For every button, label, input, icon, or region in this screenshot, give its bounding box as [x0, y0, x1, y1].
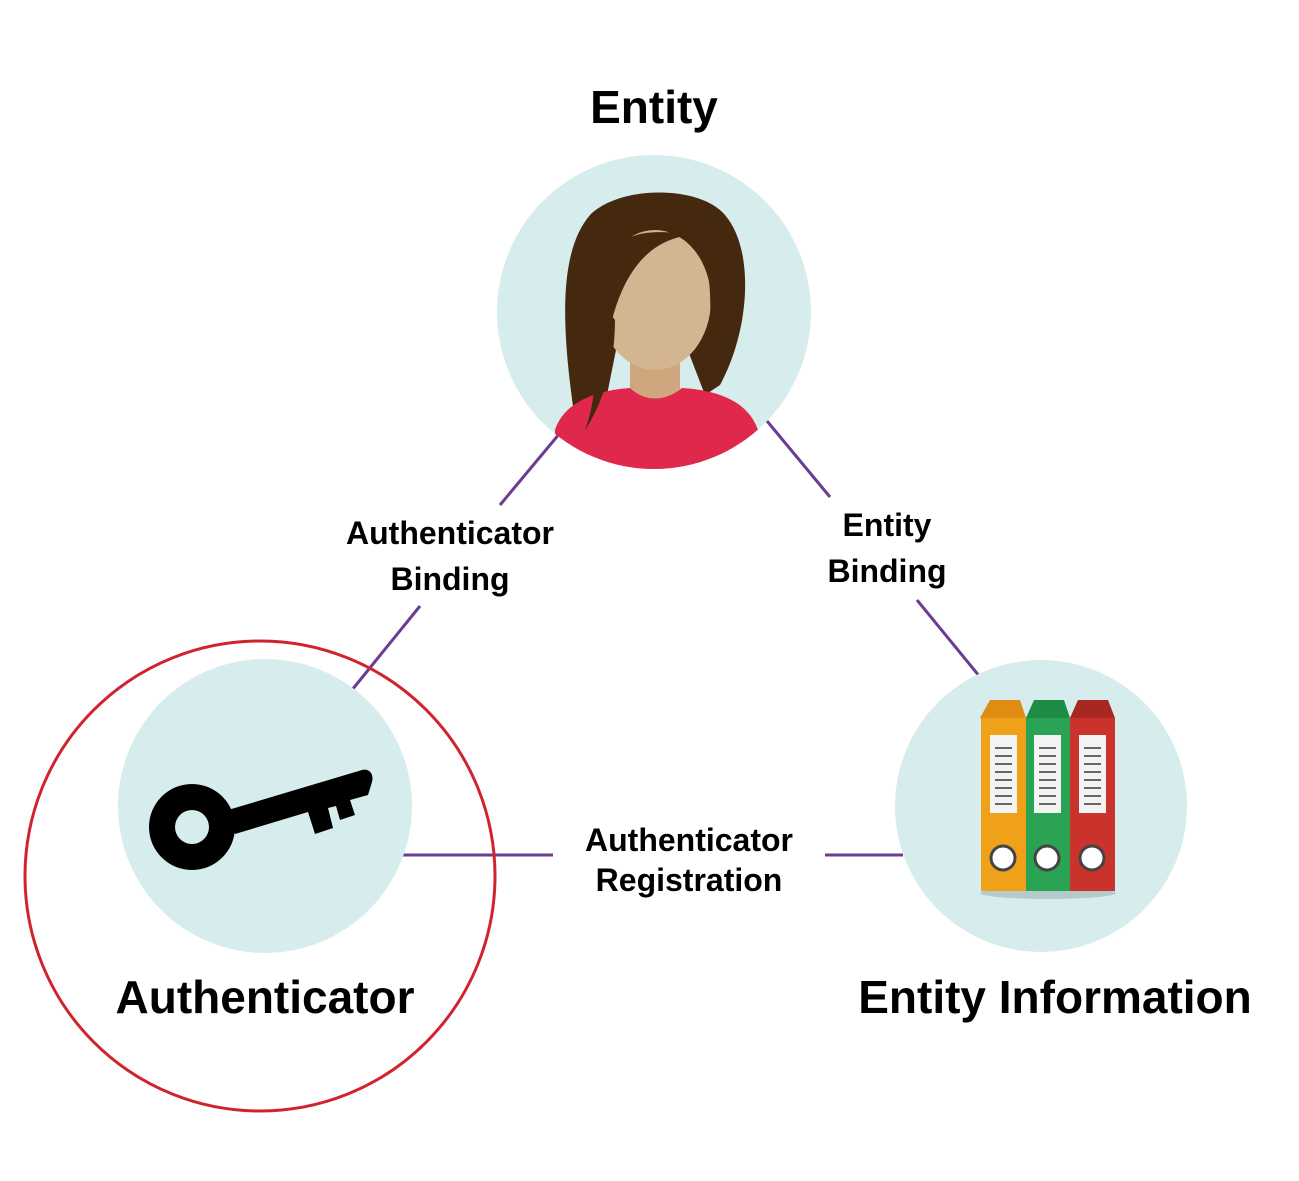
key-icon — [149, 769, 373, 870]
authenticator-registration-line2: Registration — [595, 862, 783, 898]
connector-entity-to-information-lower — [915, 599, 982, 678]
authenticator-registration-line1: Authenticator — [585, 822, 793, 858]
entity-binding-line2: Binding — [827, 553, 947, 589]
person-icon — [555, 192, 758, 469]
authenticator-highlight-ring — [23, 639, 497, 1113]
connector-entity-to-information-upper — [765, 420, 832, 498]
entity-node — [497, 155, 811, 469]
connector-entity-to-authenticator-lower — [350, 605, 422, 691]
authenticator-title: Authenticator — [115, 971, 415, 1023]
connector-entity-to-authenticator-upper — [498, 432, 562, 506]
authenticator-registration-label: Authenticator Registration — [555, 820, 823, 900]
entity-binding-line1: Entity — [842, 507, 932, 543]
connector-lines — [350, 420, 982, 857]
authenticator-node — [118, 659, 412, 953]
authenticator-binding-line2: Binding — [390, 561, 510, 597]
authenticator-binding-label: Authenticator Binding — [320, 510, 580, 602]
entity-information-title: Entity Information — [858, 971, 1252, 1023]
entity-information-node — [895, 660, 1187, 952]
binders-icon — [980, 700, 1116, 899]
entity-binding-label: Entity Binding — [787, 502, 987, 594]
entity-title: Entity — [590, 81, 718, 133]
authenticator-binding-line1: Authenticator — [346, 515, 554, 551]
